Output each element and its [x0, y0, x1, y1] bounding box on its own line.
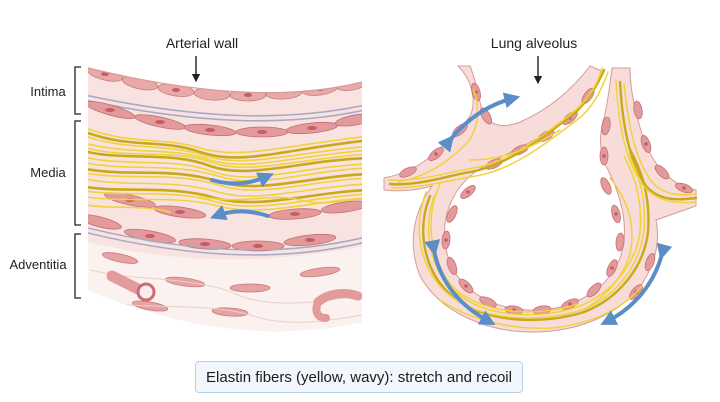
- alveolar-septum: [383, 65, 697, 333]
- adventitia-cells: [101, 252, 341, 317]
- layer-brackets: [74, 66, 81, 299]
- media-recoil-arrow: [210, 205, 270, 221]
- adventitia-label: Adventitia: [9, 257, 67, 272]
- arterial-wall: [88, 68, 362, 332]
- caption-box: Elastin fibers (yellow, wavy): stretch a…: [195, 361, 523, 393]
- media-elastin-fibers: [88, 125, 362, 213]
- lung-alveolus-title: Lung alveolus: [491, 35, 577, 51]
- internal-elastic-lamina: [88, 93, 362, 122]
- intima-label: Intima: [30, 84, 66, 99]
- arterial-wall-outline: [87, 67, 363, 94]
- alveolus-arrow-right: [600, 242, 673, 325]
- arterial-wall-title: Arterial wall: [166, 35, 238, 51]
- lung-alveolus: [383, 65, 698, 333]
- caption-text: Elastin fibers (yellow, wavy): stretch a…: [206, 368, 512, 386]
- media-stretch-arrow: [210, 172, 274, 188]
- alveolus-arrow-top: [437, 92, 521, 153]
- media-label: Media: [30, 165, 66, 180]
- vasa-vasorum: [106, 270, 362, 322]
- alveolus-arrow-left: [424, 239, 496, 326]
- external-elastic-lamina: [88, 225, 362, 256]
